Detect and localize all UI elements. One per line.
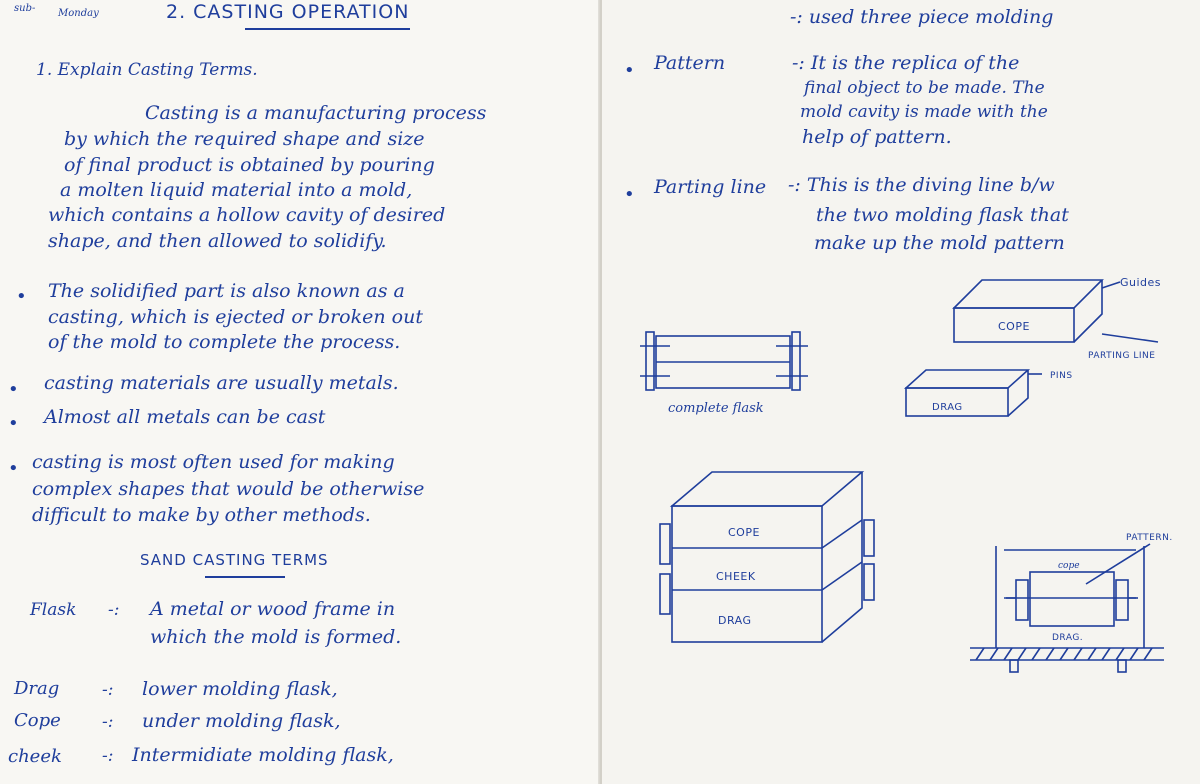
complete-flask-caption: complete flask — [668, 401, 764, 416]
pattern-core-print — [1015, 579, 1029, 621]
side-joint — [821, 519, 863, 549]
subheading-underline — [205, 576, 285, 578]
parting-line-label: PARTING LINE — [1088, 351, 1155, 361]
parting-definition-line: the two molding flask that — [816, 204, 1069, 226]
top-note: -: used three piece molding — [790, 6, 1054, 28]
cope-top — [952, 279, 1104, 309]
pattern-definition-line: help of pattern. — [802, 126, 952, 148]
term-cheek: cheek — [8, 746, 62, 767]
flask-guide — [863, 563, 875, 601]
side-joint — [821, 561, 863, 591]
three-piece-flask-figure: COPE CHEEK DRAG — [659, 471, 875, 643]
term-pattern: Pattern — [654, 52, 726, 74]
para-line: which contains a hollow cavity of desire… — [48, 204, 446, 226]
fig4-pattern-label: PATTERN. — [1126, 533, 1173, 543]
para-line: a molten liquid material into a mold, — [60, 179, 413, 201]
cope-side — [1073, 280, 1103, 343]
pattern-definition-line: final object to be made. The — [804, 78, 1045, 98]
cope-definition: under molding flask, — [142, 710, 341, 732]
para-line: Casting is a manufacturing process — [145, 102, 487, 124]
guides-label: Guides — [1120, 276, 1161, 289]
complete-flask-figure: complete flask — [640, 331, 808, 416]
bullet-line: casting is most often used for making — [32, 451, 395, 473]
bullet-line: difficult to make by other methods. — [32, 504, 371, 526]
pattern-mold-figure: PATTERN. cope DRAG. — [970, 533, 1173, 673]
flask-definition-line: A metal or wood frame in — [150, 598, 396, 620]
term-separator: -: — [102, 712, 114, 732]
cope-drag-figure: COPE Guides PARTING LINE DRAG PINS — [903, 276, 1161, 417]
term-drag: Drag — [14, 678, 60, 699]
fig3-cheek-label: CHEEK — [716, 570, 756, 583]
sand-casting-subheading: SAND CASTING TERMS — [140, 551, 329, 569]
bullet-line: of the mold to complete the process. — [48, 331, 401, 353]
para-line: shape, and then allowed to solidify. — [48, 230, 387, 252]
fig3-drag-label: DRAG — [718, 614, 752, 627]
parting-arrow — [1101, 333, 1159, 343]
drag-box — [905, 387, 1009, 417]
term-parting-line: Parting line — [654, 176, 767, 198]
bullet-dot: • — [16, 286, 27, 307]
day-label: Monday — [58, 8, 99, 19]
para-line: by which the required shape and size — [64, 128, 425, 150]
flask-top — [669, 471, 865, 507]
notebook-gutter — [598, 0, 604, 784]
pattern-body — [1029, 571, 1115, 627]
bullet-line: Almost all metals can be cast — [44, 406, 326, 428]
drag-label: DRAG — [932, 402, 963, 413]
pattern-definition-line: -: It is the replica of the — [792, 52, 1020, 74]
flask-side — [821, 472, 863, 643]
fig4-drag-label: DRAG. — [1052, 633, 1083, 643]
term-flask: Flask — [30, 600, 77, 620]
term-separator: -: — [102, 746, 114, 766]
fig3-cope-label: COPE — [728, 526, 760, 539]
pattern-core-print — [1115, 579, 1129, 621]
pins-label: PINS — [1050, 371, 1073, 381]
base-hatching — [975, 647, 1153, 661]
guides-leader — [1101, 281, 1121, 289]
bullet-line: casting, which is ejected or broken out — [48, 306, 423, 328]
left-page: sub- Monday 2. CASTING OPERATION 1. Expl… — [8, 1, 487, 767]
drag-definition: lower molding flask, — [142, 678, 338, 700]
bullet-line: complex shapes that would be otherwise — [32, 478, 425, 500]
right-page: -: used three piece molding • Pattern -:… — [602, 0, 1200, 784]
base-foot — [1009, 659, 1019, 673]
pattern-leader — [1085, 543, 1151, 585]
cheek-definition: Intermidiate molding flask, — [132, 744, 394, 766]
drag-top — [903, 369, 1031, 389]
drag-side — [1007, 370, 1029, 417]
parting-definition-line: make up the mold pattern — [814, 232, 1065, 254]
bullet-line: casting materials are usually metals. — [44, 372, 399, 394]
term-separator: -: — [102, 680, 114, 700]
para-line: of final product is obtained by pouring — [64, 154, 435, 176]
cope-label: COPE — [998, 320, 1030, 333]
fig4-cope-label: cope — [1058, 561, 1080, 571]
title-underline — [245, 28, 410, 30]
question-heading: 1. Explain Casting Terms. — [36, 60, 258, 80]
chapter-title: 2. CASTING OPERATION — [166, 1, 410, 23]
bullet-line: The solidified part is also known as a — [48, 280, 405, 302]
flask-definition-line: which the mold is formed. — [150, 626, 402, 648]
flask-guide — [659, 573, 671, 615]
term-separator: -: — [108, 600, 120, 620]
flask-guide — [863, 519, 875, 557]
subject-label: sub- — [14, 3, 36, 14]
flask-front — [671, 505, 823, 643]
flask-guide — [659, 523, 671, 565]
base-foot — [1117, 659, 1127, 673]
term-cope: Cope — [14, 710, 61, 731]
bullet-dot: • — [8, 379, 19, 400]
flask-guide — [645, 331, 655, 391]
bullet-dot: • — [8, 458, 19, 479]
cope-box — [953, 307, 1075, 343]
flask-guide — [791, 331, 801, 391]
bullet-dot: • — [624, 60, 635, 81]
bullet-dot: • — [624, 184, 635, 205]
bullet-dot: • — [8, 413, 19, 434]
parting-definition-line: -: This is the diving line b/w — [788, 174, 1055, 196]
pattern-definition-line: mold cavity is made with the — [800, 102, 1048, 122]
